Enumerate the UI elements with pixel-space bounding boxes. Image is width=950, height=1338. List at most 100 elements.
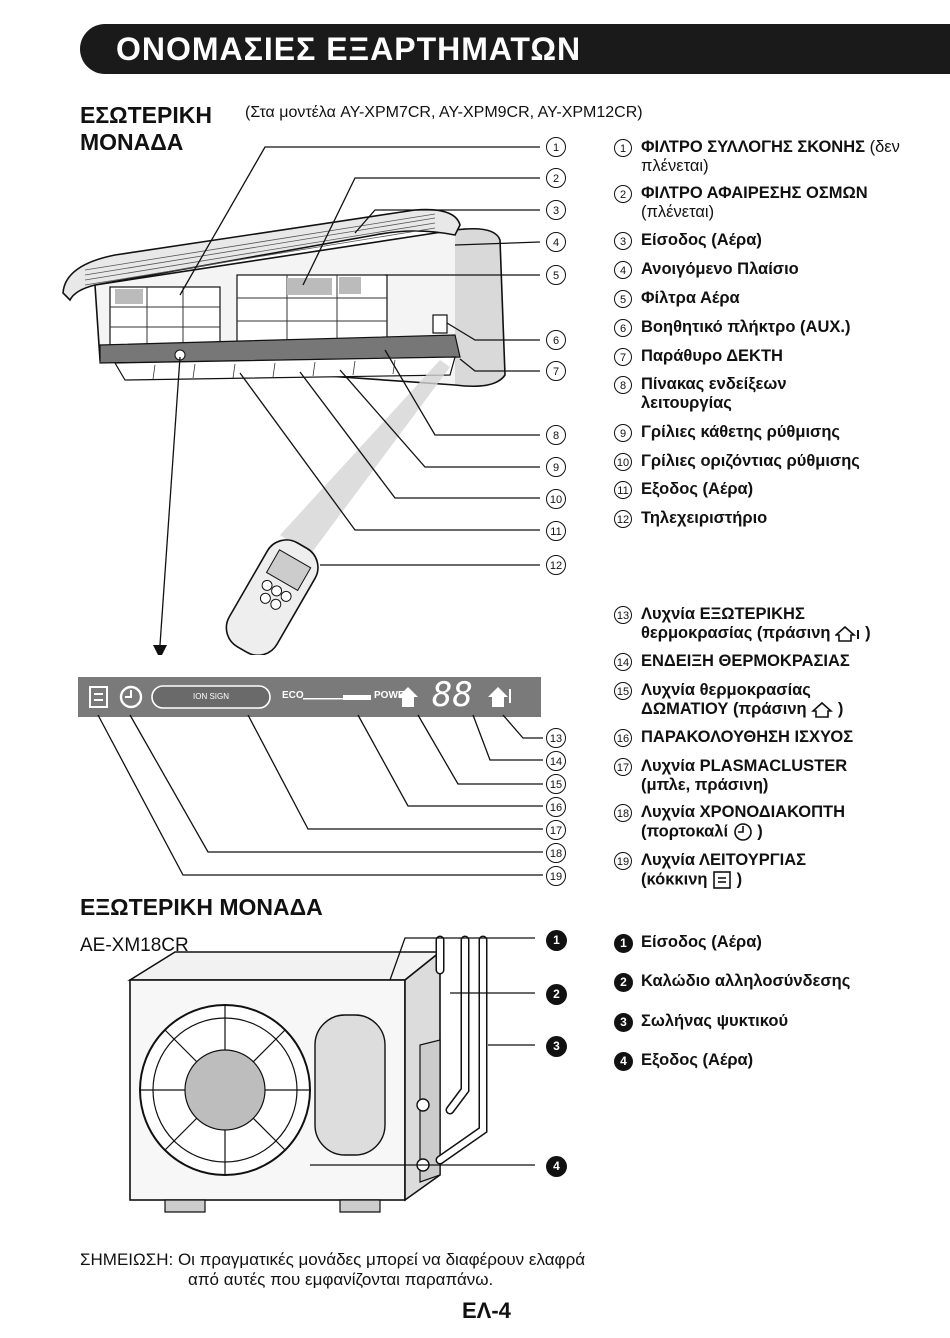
callout-6: 6 <box>546 330 566 350</box>
callout-1: 1 <box>546 137 566 157</box>
legend-close: ) <box>837 700 844 718</box>
legend-item: 16 ΠΑΡΑΚΟΛΟΥΘΗΣΗ ΙΣΧΥΟΣ <box>614 728 853 747</box>
legend-num: 15 <box>614 682 632 700</box>
outdoor-model: AE-XM18CR <box>80 935 189 956</box>
legend-text: Ανοιγόμενο Πλαίσιο <box>641 260 799 278</box>
legend-item: 9 Γρίλιες κάθετης ρύθμισης <box>614 423 840 442</box>
callout-9: 9 <box>546 457 566 477</box>
legend-item: 4 Ανοιγόμενο Πλαίσιο <box>614 260 799 279</box>
legend-num: 6 <box>614 319 632 337</box>
legend-item: 1 ΦΙΛΤΡΟ ΣΥΛΛΟΓΗΣ ΣΚΟΝΗΣ (δεν πλένεται) <box>614 138 944 176</box>
legend-text: Λυχνία θερμοκρασίας ΔΩΜΑΤΙΟΥ (πράσινη <box>641 681 811 718</box>
legend-text: Εξοδος (Αέρα) <box>641 1051 754 1069</box>
callout-19: 19 <box>546 866 566 886</box>
legend-num: 5 <box>614 290 632 308</box>
callout-15: 15 <box>546 774 566 794</box>
legend-item: 12 Τηλεχειριστήριο <box>614 509 767 528</box>
legend-text: ΦΙΛΤΡΟ ΣΥΛΛΟΓΗΣ ΣΚΟΝΗΣ <box>641 138 866 156</box>
legend-text: Λυχνία ΛΕΙΤΟΥΡΓΙΑΣ (κόκκινη <box>641 851 807 889</box>
callout-8: 8 <box>546 425 566 445</box>
legend-num: 13 <box>614 606 632 624</box>
legend-item: 19 Λυχνία ΛΕΙΤΟΥΡΓΙΑΣ (κόκκινη ) <box>614 851 854 890</box>
legend-num: 1 <box>614 934 633 953</box>
legend-num: 1 <box>614 139 632 157</box>
note: ΣΗΜΕΙΩΣΗ: Οι πραγματικές μονάδες μπορεί … <box>80 1250 585 1290</box>
callout-13: 13 <box>546 728 566 748</box>
outdoor-heading: ΕΞΩΤΕΡΙΚΗ ΜΟΝΑΔΑ <box>80 894 323 920</box>
display-panel-graphic <box>89 685 511 709</box>
callout-2: 2 <box>546 168 566 188</box>
legend-text: Εξοδος (Αέρα) <box>641 480 754 498</box>
room-temp-icon <box>811 701 834 718</box>
legend-close: ) <box>757 822 763 841</box>
note-line2: από αυτές που εμφανίζονται παραπάνω. <box>188 1270 494 1289</box>
legend-close: ) <box>736 870 743 889</box>
display-panel: ION SIGN ECO POWER 88 <box>78 675 541 717</box>
callout-5: 5 <box>546 265 566 285</box>
callout-16: 16 <box>546 797 566 817</box>
legend-text: Καλώδιο αλληλοσύνδεσης <box>641 972 851 990</box>
legend-text: Παράθυρο ΔΕΚΤΗ <box>641 347 783 365</box>
callout-10: 10 <box>546 489 566 509</box>
legend-text: Γρίλιες κάθετης ρύθμισης <box>641 423 840 441</box>
legend-text: Τηλεχειριστήριο <box>641 509 768 527</box>
outdoor-callout-3: 3 <box>546 1036 567 1057</box>
legend-note: (δεν πλένεται) <box>641 138 900 175</box>
legend-num: 19 <box>614 852 632 870</box>
callout-18: 18 <box>546 843 566 863</box>
legend-item: 7 Παράθυρο ΔΕΚΤΗ <box>614 347 783 366</box>
title-bar: ΟΝΟΜΑΣΙΕΣ ΕΞΑΡΤΗΜΑΤΩΝ <box>80 24 950 74</box>
callout-3: 3 <box>546 200 566 220</box>
legend-text: ΠΑΡΑΚΟΛΟΥΘΗΣΗ ΙΣΧΥΟΣ <box>641 728 854 746</box>
legend-text: Λυχνία PLASMACLUSTER (μπλε, πράσινη) <box>641 757 848 794</box>
legend-item: 15 Λυχνία θερμοκρασίας ΔΩΜΑΤΙΟΥ (πράσινη… <box>614 681 884 719</box>
legend-text: Φίλτρα Αέρα <box>641 289 740 307</box>
legend-item: 4 Εξοδος (Αέρα) <box>614 1051 754 1071</box>
callout-11: 11 <box>546 521 566 541</box>
legend-item: 18 Λυχνία ΧΡΟΝΟΔΙΑΚΟΠΤΗ (πορτοκαλί ) <box>614 803 884 842</box>
legend-item: 5 Φίλτρα Αέρα <box>614 289 740 308</box>
eco-label: ECO <box>282 690 304 701</box>
legend-text: Είσοδος (Αέρα) <box>641 231 762 249</box>
outdoor-callout-2: 2 <box>546 984 567 1005</box>
legend-item: 3 Είσοδος (Αέρα) <box>614 231 762 250</box>
legend-num: 10 <box>614 453 632 471</box>
callout-12: 12 <box>546 555 566 575</box>
legend-num: 2 <box>614 185 632 203</box>
callout-7: 7 <box>546 361 566 381</box>
page-title: ΟΝΟΜΑΣΙΕΣ ΕΞΑΡΤΗΜΑΤΩΝ <box>116 31 582 67</box>
legend-text: Βοηθητικό πλήκτρο (AUX.) <box>641 318 851 336</box>
legend-num: 12 <box>614 510 632 528</box>
legend-num: 9 <box>614 424 632 442</box>
legend-num: 3 <box>614 232 632 250</box>
legend-num: 3 <box>614 1013 633 1032</box>
panel-leader-lines <box>97 714 543 876</box>
outdoor-callout-1: 1 <box>546 930 567 951</box>
legend-num: 16 <box>614 729 632 747</box>
legend-num: 2 <box>614 973 633 992</box>
legend-item: 13 Λυχνία ΕΞΩΤΕΡΙΚΗΣ θερμοκρασίας (πράσι… <box>614 605 904 643</box>
indoor-heading-line1: ΕΣΩΤΕΡΙΚΗ <box>80 102 212 128</box>
legend-close: ) <box>865 624 871 642</box>
legend-num: 18 <box>614 804 632 822</box>
indoor-unit-illustration <box>62 146 541 655</box>
legend-item: 2 ΦΙΛΤΡΟ ΑΦΑΙΡΕΣΗΣ ΟΣΜΩΝ (πλένεται) <box>614 184 944 222</box>
outdoor-callout-4: 4 <box>546 1156 567 1177</box>
legend-num: 7 <box>614 348 632 366</box>
legend-num: 4 <box>614 1052 633 1071</box>
outdoor-unit-illustration <box>127 935 535 1213</box>
callout-14: 14 <box>546 751 566 771</box>
callout-4: 4 <box>546 232 566 252</box>
indoor-heading-line2: ΜΟΝΑΔΑ <box>80 129 184 155</box>
legend-num: 4 <box>614 261 632 279</box>
legend-item: 3 Σωλήνας ψυκτικού <box>614 1012 789 1032</box>
power-label: POWER <box>374 690 412 701</box>
outdoor-temp-icon <box>835 625 860 642</box>
legend-text: Σωλήνας ψυκτικού <box>641 1012 789 1030</box>
